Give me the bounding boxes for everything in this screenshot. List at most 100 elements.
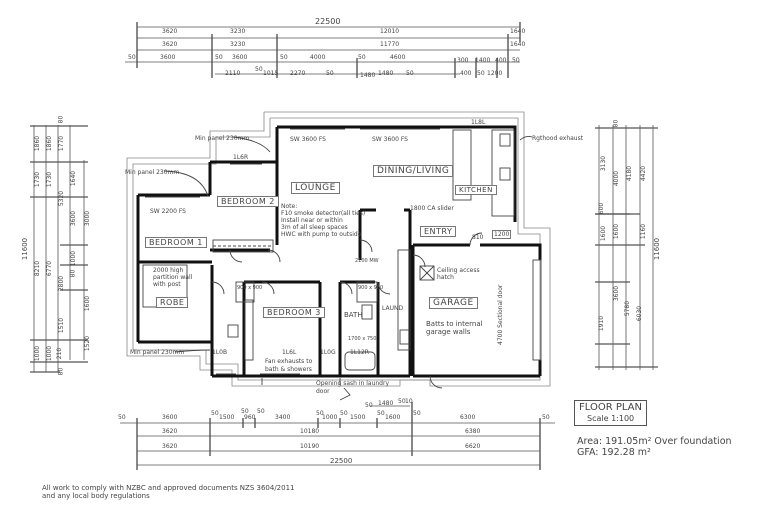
room-lounge: LOUNGE <box>291 182 340 194</box>
dim-top-r4-8: 400 <box>460 70 472 77</box>
dim-top-r4-6: 1480 <box>378 70 394 77</box>
dim-bot-r1-0: 50 <box>118 414 126 421</box>
dim-right-c2-2: 1600 <box>613 223 621 240</box>
dim-right-c3-0: 4180 <box>626 165 634 182</box>
dim-left-c4-5: 1600 <box>84 295 92 312</box>
dim-right-c1-2: 1600 <box>600 225 608 242</box>
dim-bot-r2-0: 3620 <box>162 428 178 435</box>
dim-top-r4-3: 2270 <box>290 70 306 77</box>
dim-top-r3-9: 1400 <box>475 57 491 64</box>
note-fan-exhausts: Fan exhausts to <box>265 358 313 365</box>
dim-bot-r1-16: 50 <box>542 414 550 421</box>
dim-top-r1-3: 1640 <box>510 28 526 35</box>
note-min-panel-mid: Min panel 230mm <box>125 169 180 176</box>
dim-left-c1-3: 1000 <box>34 345 42 362</box>
dim-bot-r1-2: 50 <box>211 410 219 417</box>
dim-left-c4-0: 1640 <box>70 170 78 187</box>
room-kitchen: KITCHEN <box>455 185 497 195</box>
dim-bot-r3-2: 6620 <box>465 443 481 450</box>
room-laund: LAUND <box>382 305 404 312</box>
note-win-1l12r: 1L12R <box>350 349 369 356</box>
note-fan-exhausts-2: bath & showers <box>265 366 312 373</box>
dim-top-r4-0: 2110 <box>225 70 241 77</box>
dim-right-c1-1: 600 <box>598 202 606 215</box>
dim-left-c2-0: 1860 <box>46 135 54 152</box>
dim-left-c3-0: 80 <box>57 115 65 124</box>
smoke-note-title: Note: <box>281 203 298 210</box>
dim-bot-r3-0: 3620 <box>162 443 178 450</box>
room-dining-living: DINING/LIVING <box>373 165 454 177</box>
dim-top-r2-1: 3230 <box>230 41 246 48</box>
dim-left-c4-3: 80 <box>69 269 77 278</box>
note-opening-sash: Opening sash in laundry <box>316 380 390 387</box>
dim-top-r3-3: 3600 <box>232 54 248 61</box>
compliance-note: All work to comply with NZBC and approve… <box>42 484 295 500</box>
dim-top-r3-10: 400 <box>495 57 507 64</box>
drawing-title: FLOOR PLAN <box>579 402 642 413</box>
room-bath: BATH <box>344 311 363 319</box>
dim-left-c3-1: 1770 <box>58 135 66 152</box>
dim-right-c1-3: 1910 <box>598 315 606 332</box>
room-robe: ROBE <box>156 297 189 308</box>
dim-bot-r1-3: 1500 <box>219 414 235 421</box>
dim-right-c4-0: 4420 <box>640 165 648 182</box>
dim-left-c4-1: 3600 <box>70 210 78 227</box>
note-garage-walls: Batts to internal garage walls <box>426 320 483 336</box>
dim-bot-r2-2: 6380 <box>465 428 481 435</box>
note-opening-sash-2: door <box>316 388 330 395</box>
dim-left-c1-0: 1860 <box>34 135 42 152</box>
dim-right-c2-1: 4000 <box>613 170 621 187</box>
dim-top-r3-0: 50 <box>128 54 136 61</box>
dim-top-r3-6: 50 <box>358 54 366 61</box>
area-value: Area: 191.05m² Over foundation <box>577 436 732 447</box>
dim-right-c2-0: 80 <box>612 119 620 128</box>
dim-right-c1-0: 3130 <box>600 155 608 172</box>
dim-top-r1-0: 3620 <box>162 28 178 35</box>
room-entry: ENTRY <box>420 226 457 237</box>
dim-bot-r1-6: 50 <box>257 408 265 415</box>
dim-left-c4-4: 3000 <box>84 210 92 227</box>
dim-top-r4-10: 1200 <box>487 70 503 77</box>
dim-left-c1-2: 8210 <box>34 260 42 277</box>
smoke-note-line: 3m of all sleep spaces <box>281 224 348 231</box>
dim-bot-r1-12: 50 <box>377 410 385 417</box>
dim-left-overall: 11600 <box>21 237 30 261</box>
note-window-dining: SW 3600 FS <box>372 136 408 143</box>
dim-top-r3-5: 4000 <box>310 54 326 61</box>
dim-right-overall: 11600 <box>653 237 662 261</box>
dim-top-overall: 22500 <box>315 17 341 26</box>
room-bedroom1: BEDROOM 1 <box>145 237 207 248</box>
note-win-1l6l: 1L6L <box>282 349 297 356</box>
dim-left-c2-1: 1730 <box>46 171 54 188</box>
note-rangehood: Rgthood exhaust <box>532 135 584 142</box>
dim-right-c2-3: 3600 <box>613 285 621 302</box>
dim-top-r2-2: 11770 <box>380 41 400 48</box>
dim-left-c2-2: 6770 <box>46 260 54 277</box>
note-min-panel-top: Min panel 230mm <box>195 135 250 142</box>
dim-top-r3-4: 50 <box>280 54 288 61</box>
dim-top-r4-9: 50 <box>477 70 485 77</box>
smoke-note: Note: F10 smoke detector(all ties) Insta… <box>281 203 365 238</box>
note-partition: 2000 high partition wall with post <box>153 267 193 288</box>
dim-bot-r1-10: 50 <box>340 410 348 417</box>
dim-left-c4-6: 1520 <box>84 335 92 352</box>
dim-bot-top-3: 10 <box>405 398 413 405</box>
dim-right-c3-2: 6030 <box>636 305 644 322</box>
gfa-value: GFA: 192.28 m² <box>577 447 651 458</box>
dim-top-r4-4: 50 <box>326 70 334 77</box>
dim-bot-r3-1: 10190 <box>300 443 320 450</box>
note-sectional-door: 4700 Sectional door <box>497 284 504 345</box>
note-bath-size: 1700 x 750 <box>348 336 377 342</box>
smoke-note-line: F10 smoke detector(all ties) <box>281 210 366 217</box>
note-door-1200: 1200 <box>492 230 512 239</box>
dim-bot-top-0: 50 <box>365 402 373 409</box>
note-min-panel-bottom: Min panel 230mm <box>130 349 185 356</box>
dim-bot-r1-1: 3600 <box>162 414 178 421</box>
dim-top-r2-0: 3620 <box>162 41 178 48</box>
drawing-scale: Scale 1:100 <box>587 414 635 423</box>
room-bedroom2: BEDROOM 2 <box>217 196 279 207</box>
dim-top-r3-8: 300 <box>457 57 469 64</box>
dim-bot-top-1: 1480 <box>378 400 394 407</box>
dim-top-r2-3: 1640 <box>510 41 526 48</box>
